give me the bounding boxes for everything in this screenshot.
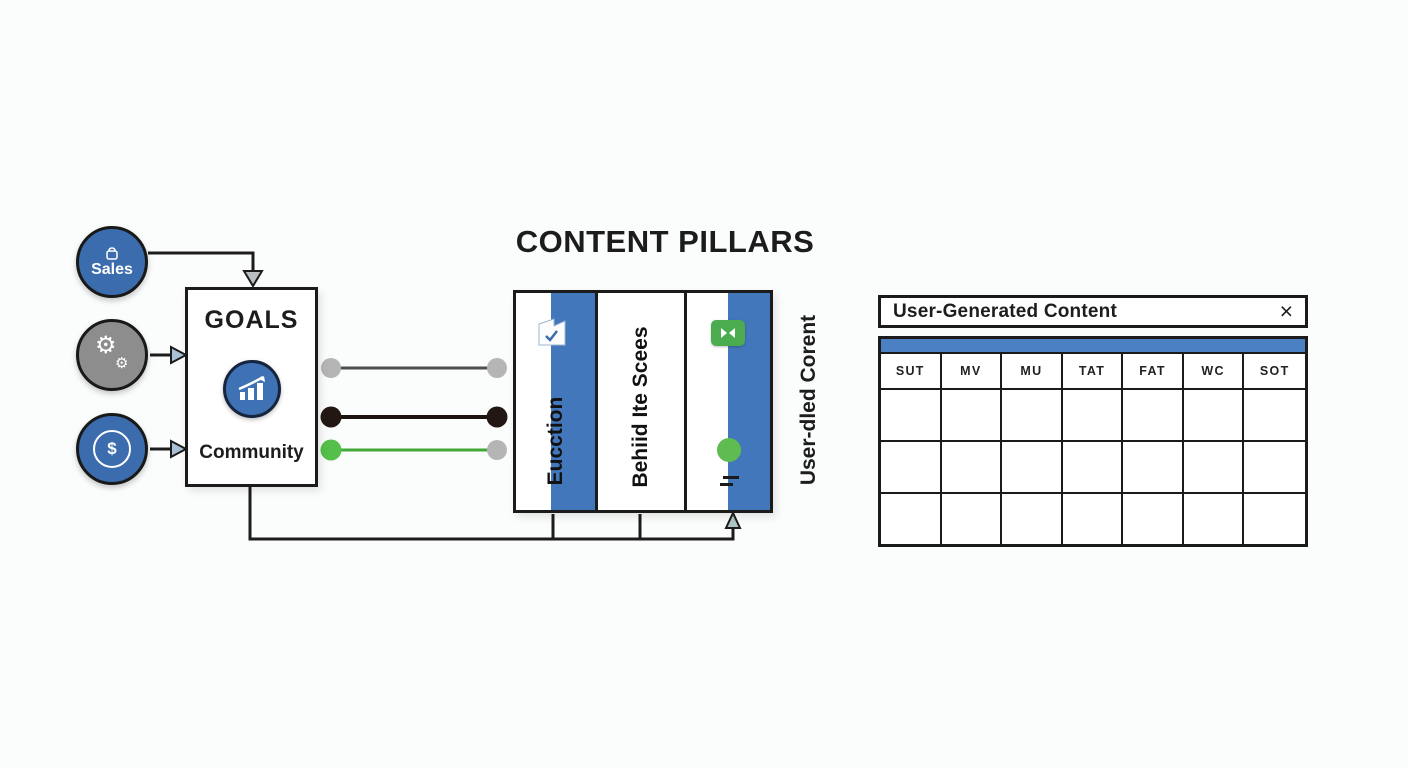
dollar-icon: $ [93, 430, 131, 468]
close-icon[interactable]: × [1279, 298, 1293, 324]
equals-marks-icon [720, 476, 739, 490]
calendar-cell[interactable] [941, 388, 1003, 440]
day-header: MU [1002, 354, 1063, 388]
calendar-header-strip [881, 339, 1305, 354]
calendar-cell[interactable] [1244, 492, 1305, 544]
calendar-cell[interactable] [1062, 492, 1124, 544]
calendar-cell[interactable] [1183, 492, 1245, 544]
calendar-cell[interactable] [1002, 492, 1063, 544]
content-pillars-box: Eucction Behiid Ite Scees [513, 290, 773, 513]
calendar-widget: User-Generated Content × SUT MV MU TAT F… [878, 295, 1308, 547]
goal-circle-gears: ⚙ ⚙ [76, 319, 148, 391]
calendar-cell[interactable] [941, 440, 1003, 492]
content-pillars-title: CONTENT PILLARS [515, 224, 815, 259]
calendar-body-row [881, 492, 1305, 544]
pillar-column-3 [687, 293, 770, 510]
calendar-cell[interactable] [1183, 388, 1245, 440]
day-header: SOT [1259, 364, 1290, 378]
goal-circle-label: Sales [91, 260, 133, 278]
growth-chart-icon [222, 359, 281, 418]
gear-icon: ⚙ [95, 332, 117, 359]
calendar-cell[interactable] [1123, 440, 1184, 492]
bookmark-icon [538, 318, 566, 346]
calendar-body-row [881, 440, 1305, 492]
goal-circle-dollar: $ [76, 413, 148, 485]
calendar-cell[interactable] [881, 492, 942, 544]
day-header: MV [942, 354, 1003, 388]
calendar-body-row [881, 388, 1305, 440]
calendar-cell[interactable] [1123, 492, 1184, 544]
green-dot-icon [717, 438, 741, 462]
pillar-1-label: Eucction [543, 396, 567, 486]
calendar-title: User-Generated Content [893, 300, 1117, 322]
day-header: WC [1184, 354, 1245, 388]
calendar-cell[interactable] [881, 440, 942, 492]
calendar-cell[interactable] [1002, 440, 1063, 492]
calendar-cell[interactable] [1123, 388, 1184, 440]
calendar-cell[interactable] [1062, 440, 1124, 492]
day-header: SUT [881, 354, 942, 388]
calendar-cell[interactable] [941, 492, 1003, 544]
calendar-cell[interactable] [1002, 388, 1063, 440]
image-icon [711, 320, 745, 346]
gear-icon-small: ⚙ [115, 355, 129, 372]
pillar-column-2: Behiid Ite Scees [598, 293, 687, 510]
calendar-day-header-row: SUT MV MU TAT FAT WC SOT [881, 354, 1305, 388]
pillar-side-label-wrap: User-dled Corent [783, 300, 835, 500]
goals-box: GOALS Community [185, 287, 318, 487]
pillar-side-label: User-dled Corent [797, 314, 821, 486]
calendar-cell[interactable] [1183, 440, 1245, 492]
goals-box-title: GOALS [204, 306, 299, 334]
calendar-titlebar: User-Generated Content × [878, 295, 1308, 328]
calendar-cell[interactable] [1244, 440, 1305, 492]
calendar-table: SUT MV MU TAT FAT WC SOT [878, 336, 1308, 547]
pillar-2-label: Behiid Ite Scees [629, 326, 652, 488]
goal-circle-sales: Sales [76, 226, 148, 298]
day-header: FAT [1123, 354, 1184, 388]
calendar-cell[interactable] [1244, 388, 1305, 440]
bag-icon [106, 246, 118, 260]
calendar-cell[interactable] [881, 388, 942, 440]
calendar-cell[interactable] [1062, 388, 1124, 440]
pillar-column-1: Eucction [516, 293, 598, 510]
day-header: TAT [1063, 354, 1124, 388]
goals-community-label: Community [199, 442, 304, 463]
